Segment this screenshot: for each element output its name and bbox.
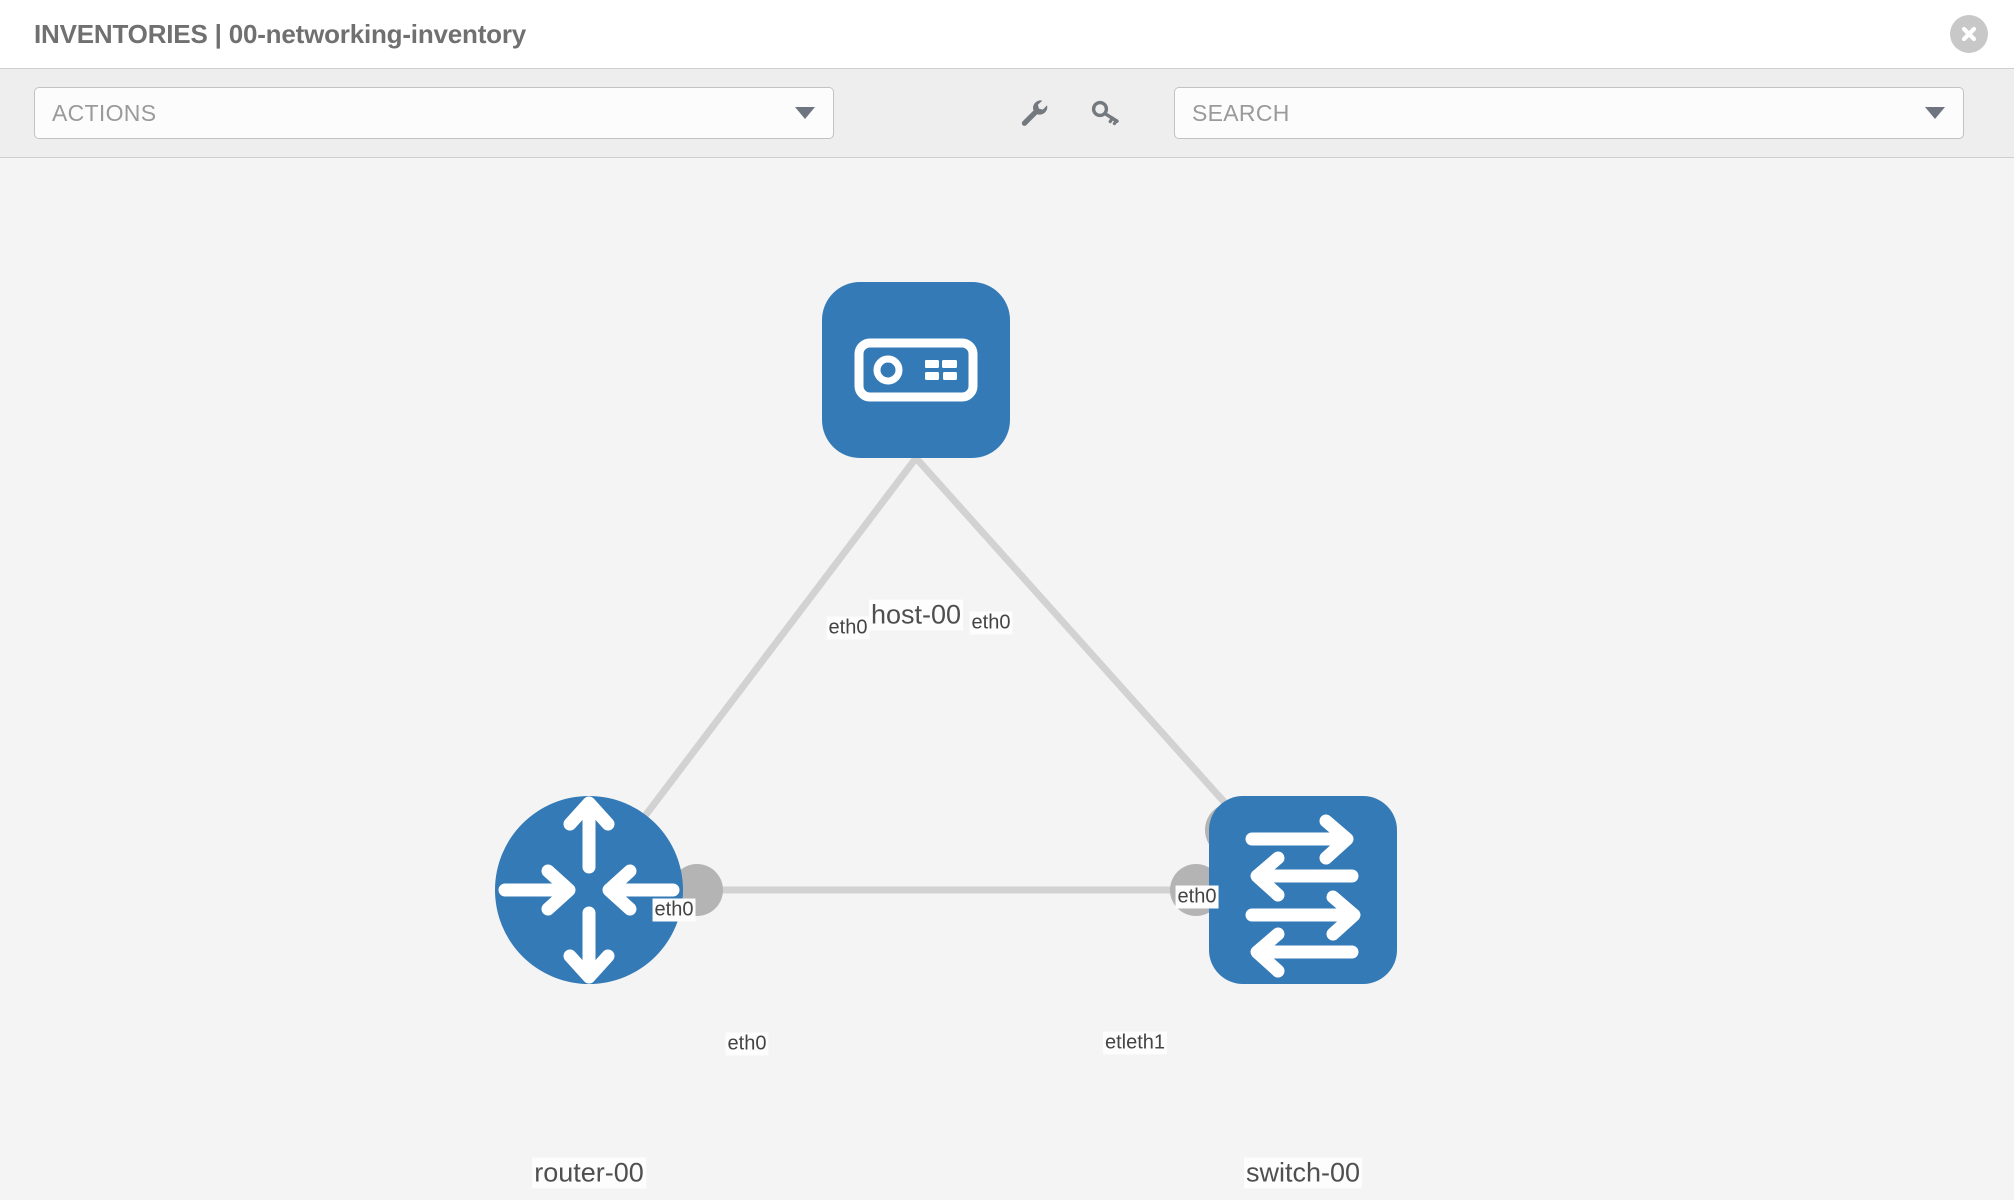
wrench-icon[interactable] (1014, 93, 1054, 133)
topology-graph (495, 282, 1397, 984)
host-00-label: host-00 (868, 599, 964, 631)
toolbar: ACTIONS SEARCH (0, 68, 2014, 158)
port-label-switch-up: eth0 (1175, 885, 1219, 909)
topology-links (586, 455, 1306, 894)
search-placeholder: SEARCH (1192, 99, 1290, 126)
actions-dropdown[interactable]: ACTIONS (34, 87, 834, 139)
page-title: INVENTORIES | 00-networking-inventory (34, 18, 527, 49)
port-label-host-left: eth0 (826, 616, 870, 640)
chevron-down-icon (795, 107, 815, 119)
switch-00-label: switch-00 (1243, 1157, 1363, 1189)
toolbar-icon-group (1014, 93, 1126, 133)
router-00-label: router-00 (532, 1157, 646, 1189)
port-label-host-right: eth0 (969, 611, 1013, 635)
node-switch-00 (1209, 796, 1397, 984)
port-label-router-right: eth0 (725, 1032, 769, 1056)
chevron-down-icon (1925, 107, 1945, 119)
page-header: INVENTORIES | 00-networking-inventory (0, 0, 2014, 68)
topology-canvas[interactable]: host-00 router-00 switch-00 eth0 eth0 et… (0, 158, 2014, 1200)
search-input[interactable]: SEARCH (1174, 87, 1964, 139)
close-icon[interactable] (1950, 15, 1988, 53)
port-label-router-up: eth0 (652, 898, 696, 922)
port-label-switch-left: etleth1 (1102, 1031, 1168, 1055)
key-icon[interactable] (1086, 93, 1126, 133)
node-router-00 (495, 796, 683, 984)
actions-dropdown-label: ACTIONS (52, 99, 157, 126)
node-host-00 (822, 282, 1010, 458)
